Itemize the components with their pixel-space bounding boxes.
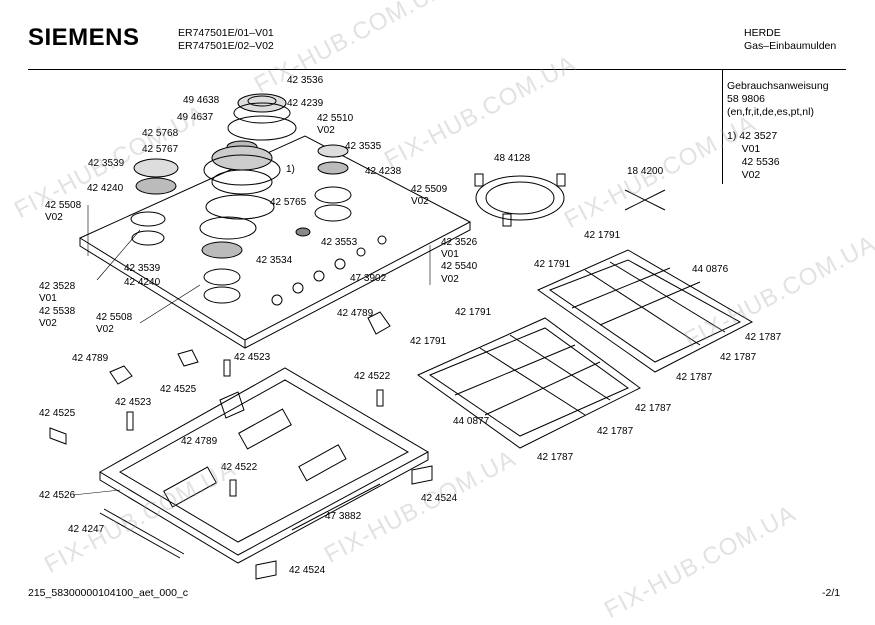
part-label: 42 4526 <box>39 490 76 501</box>
part-label: 42 3539 <box>124 263 161 274</box>
part-label: 42 1787 <box>720 352 757 363</box>
manual-languages: (en,fr,it,de,es,pt,nl) <box>727 106 814 118</box>
part-label: 42 1787 <box>676 372 713 383</box>
part-label: 42 3526 <box>441 237 478 248</box>
pan-support-left <box>417 317 641 449</box>
model-number-2: ER747501E/02–V02 <box>178 40 274 52</box>
part-label: V01 <box>441 249 459 260</box>
part-label: 42 5765 <box>270 197 307 208</box>
part-label: 42 5508 <box>45 200 82 211</box>
part-label: 42 5509 <box>411 184 448 195</box>
part-label: 42 4525 <box>39 408 76 419</box>
pan-support-right <box>536 249 754 373</box>
part-label: 42 1791 <box>534 259 571 270</box>
part-label: 42 1791 <box>410 336 447 347</box>
part-label: 42 3553 <box>321 237 358 248</box>
footnote-part-1: 1) 42 3527 <box>727 130 778 142</box>
part-label: 42 4523 <box>115 397 152 408</box>
part-label: 42 4525 <box>160 384 197 395</box>
part-label: 49 4637 <box>177 112 214 123</box>
part-label: 42 5768 <box>142 128 179 139</box>
document-id: 215_58300000104100_aet_000_c <box>28 587 188 599</box>
bottom-tray <box>99 367 430 564</box>
part-label: 42 3536 <box>287 75 324 86</box>
part-label: 42 4523 <box>234 352 271 363</box>
part-label: 42 1791 <box>455 307 492 318</box>
part-label: 42 4789 <box>181 436 218 447</box>
part-label: 47 3882 <box>325 511 362 522</box>
wok-ring <box>474 173 566 227</box>
part-label: 44 0876 <box>692 264 729 275</box>
part-label: 47 3902 <box>350 273 387 284</box>
part-label: 42 4524 <box>421 493 458 504</box>
part-label: 18 4200 <box>627 166 664 177</box>
part-label: 42 4522 <box>221 462 258 473</box>
wok-burner-stack <box>203 93 297 195</box>
manual-title: Gebrauchsanweisung <box>727 80 829 92</box>
burner-right <box>295 144 352 237</box>
part-label: 42 4247 <box>68 524 105 535</box>
part-label: 42 4789 <box>72 353 109 364</box>
part-label: V02 <box>45 212 63 223</box>
category-line-2: Gas–Einbaumulden <box>744 40 837 52</box>
hob-top-plate <box>78 135 472 349</box>
part-label: V02 <box>96 324 114 335</box>
part-label: 42 4240 <box>124 277 161 288</box>
part-label: 48 4128 <box>494 153 531 164</box>
page-number: -2/1 <box>822 587 841 599</box>
part-label: 42 4238 <box>365 166 402 177</box>
notes-divider <box>722 69 723 184</box>
part-label: 42 4522 <box>354 371 391 382</box>
part-label: V02 <box>39 318 57 329</box>
part-label: 42 3534 <box>256 255 293 266</box>
part-label: 42 5538 <box>39 306 76 317</box>
part-label: 42 1787 <box>537 452 574 463</box>
part-label: 42 4239 <box>287 98 324 109</box>
brand-logo: SIEMENS <box>28 24 140 51</box>
part-label: 42 4524 <box>289 565 326 576</box>
part-label: 42 3535 <box>345 141 382 152</box>
part-label: 1) <box>286 164 295 175</box>
header-divider <box>28 69 846 70</box>
model-number-1: ER747501E/01–V01 <box>178 27 274 39</box>
footnote-part-2: 42 5536 <box>727 156 780 168</box>
part-label: 49 4638 <box>183 95 220 106</box>
leader-lines <box>72 205 431 496</box>
part-label: V02 <box>441 274 459 285</box>
part-label: 42 1787 <box>635 403 672 414</box>
part-label: 42 1787 <box>597 426 634 437</box>
part-label: V02 <box>317 125 335 136</box>
clips-and-thermocouples <box>49 311 433 580</box>
burner-left <box>130 158 179 246</box>
part-label: 42 5508 <box>96 312 133 323</box>
part-label: 42 5767 <box>142 144 179 155</box>
part-label: V01 <box>39 293 57 304</box>
part-label: 44 0877 <box>453 416 490 427</box>
manual-number: 58 9806 <box>727 93 765 105</box>
part-label: 42 4240 <box>87 183 124 194</box>
burner-centre-front <box>199 194 275 304</box>
part-label: V02 <box>411 196 429 207</box>
part-label: 42 5540 <box>441 261 478 272</box>
category-line-1: HERDE <box>744 27 781 39</box>
part-label: 42 5510 <box>317 113 354 124</box>
part-label: 42 1787 <box>745 332 782 343</box>
footnote-version-1: V01 <box>727 143 761 155</box>
part-label: 42 3528 <box>39 281 76 292</box>
footnote-version-2: V02 <box>727 169 761 181</box>
part-label: 42 4789 <box>337 308 374 319</box>
part-label: 42 3539 <box>88 158 125 169</box>
simmer-cross <box>624 189 666 211</box>
part-label: 42 1791 <box>584 230 621 241</box>
